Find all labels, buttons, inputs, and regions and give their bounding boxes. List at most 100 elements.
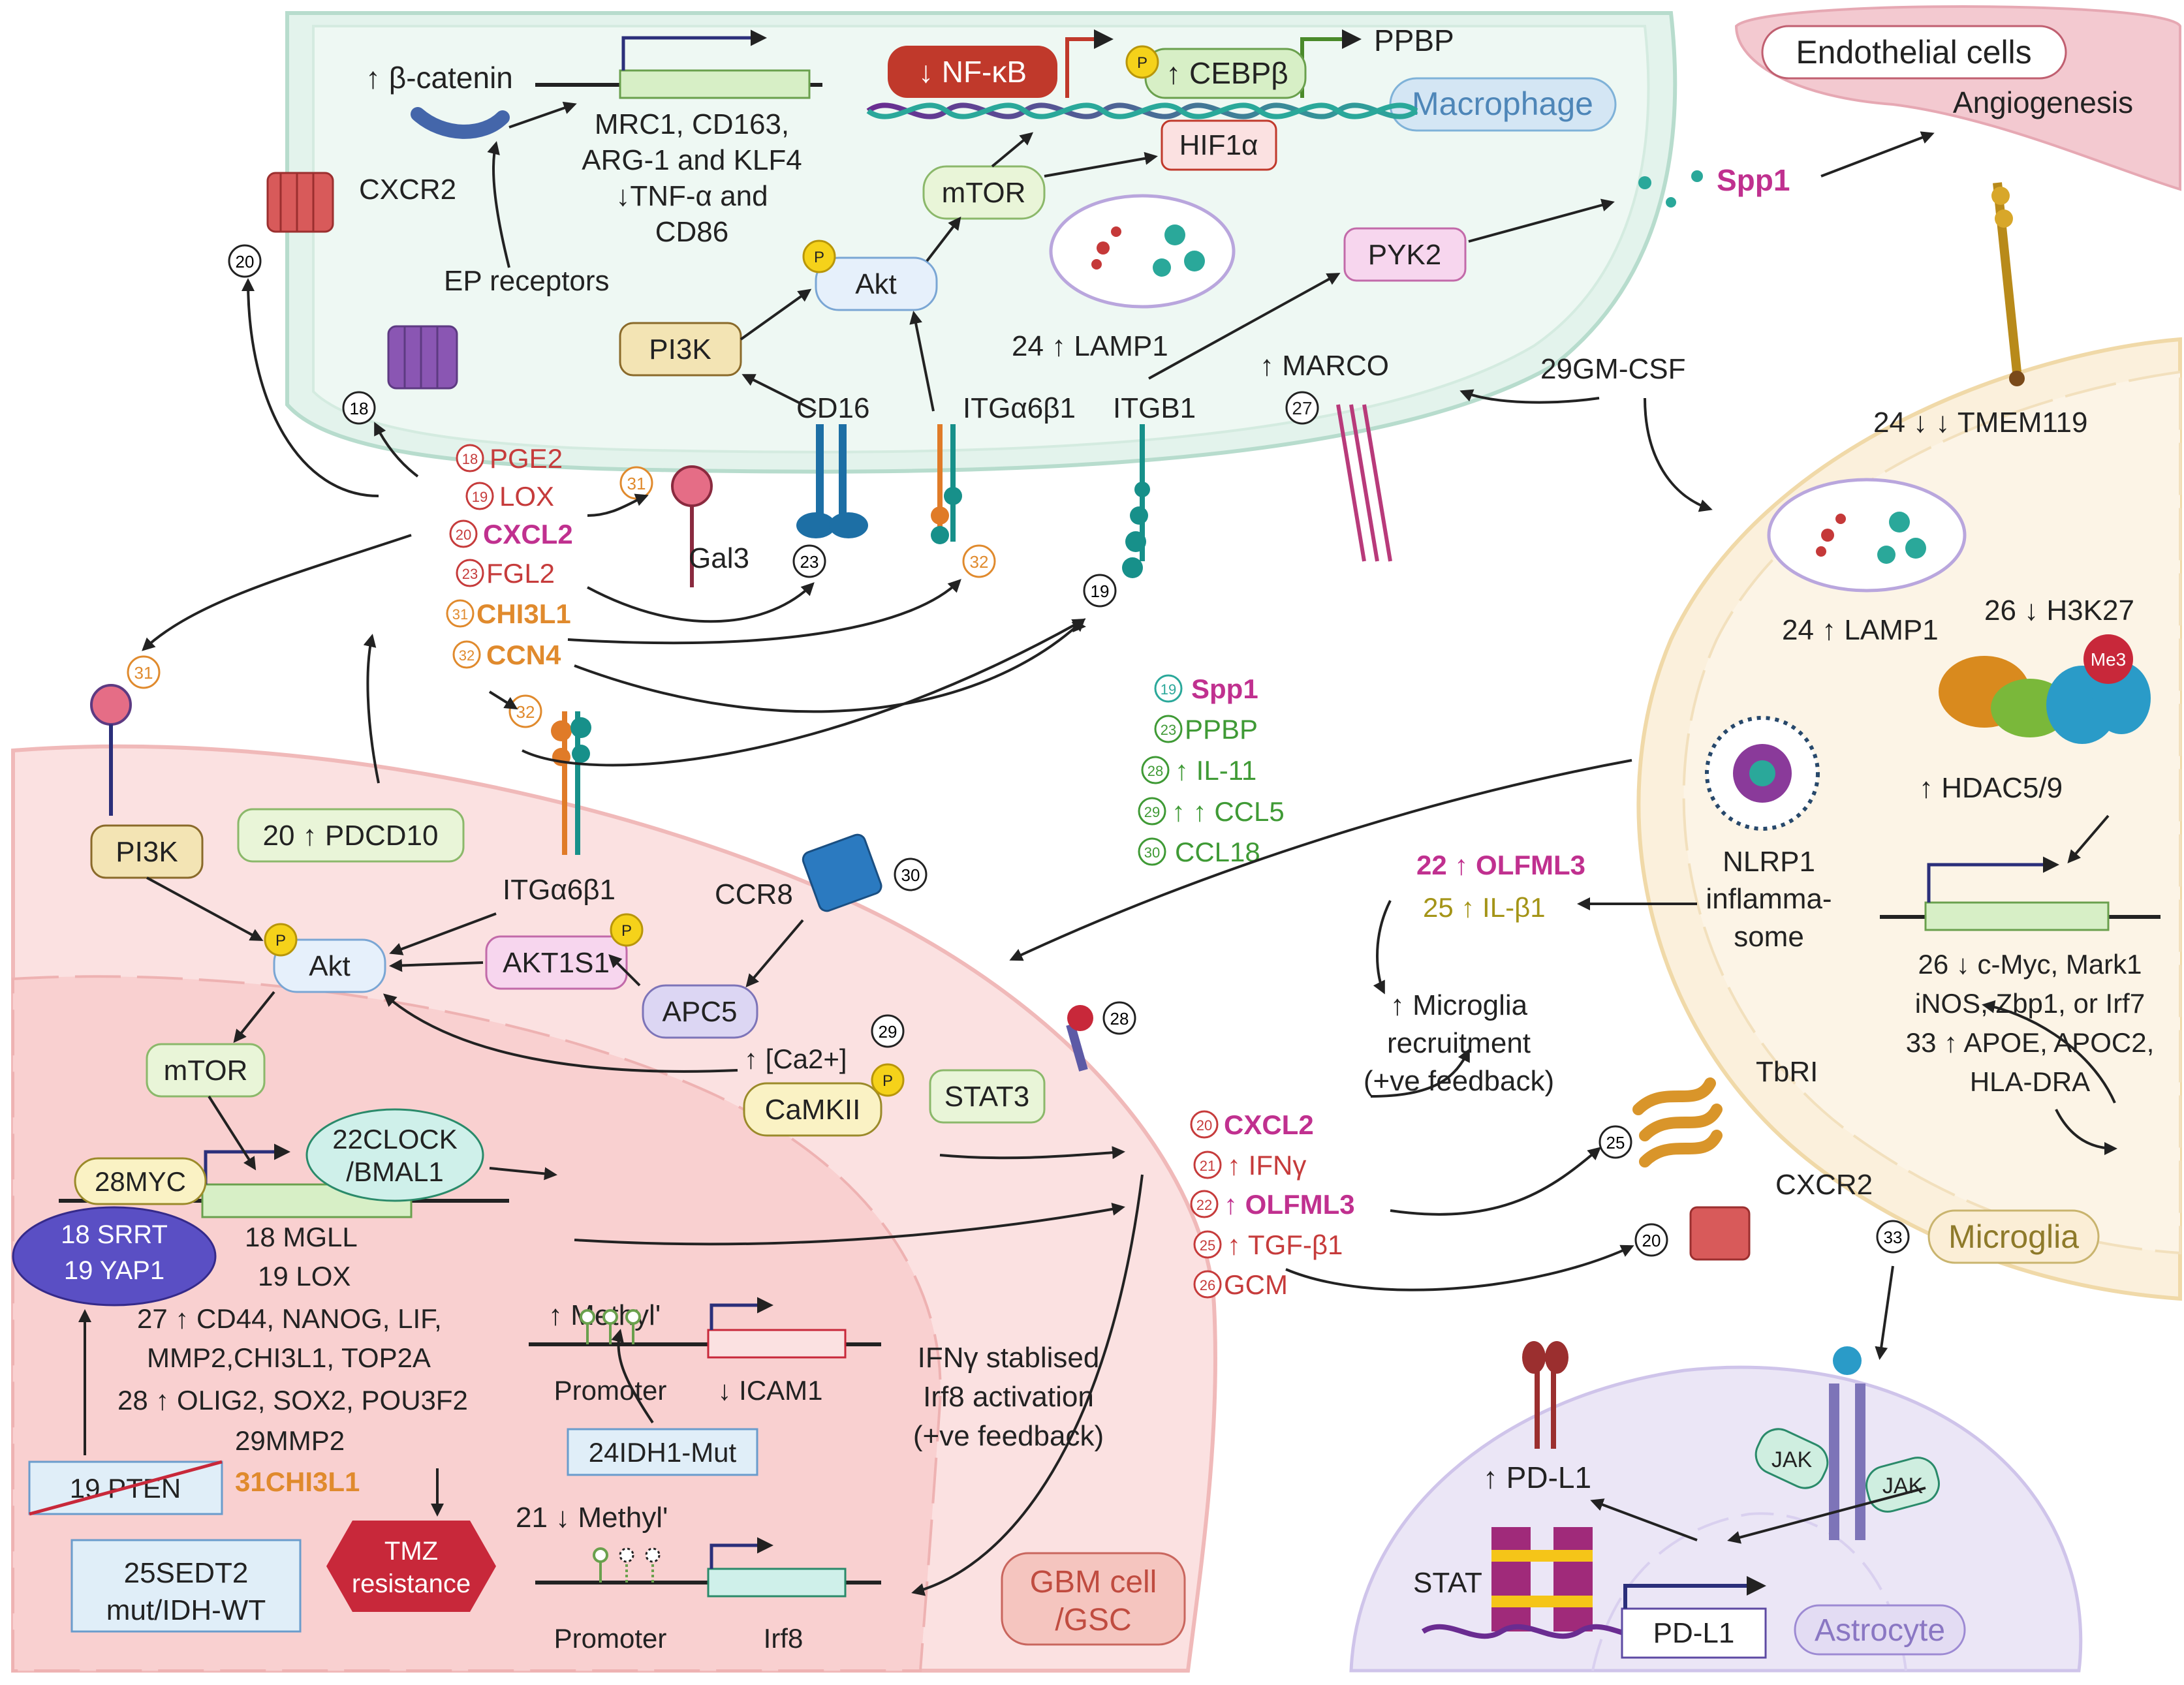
nucleosome-icon: Me3 xyxy=(1939,634,2151,744)
svg-text:PGE2: PGE2 xyxy=(490,443,563,474)
secreted-item: 19 Spp1 xyxy=(1154,673,1258,704)
spp1-label: Spp1 xyxy=(1638,163,1790,208)
badge-20-left: 20 xyxy=(228,244,262,278)
badge-30-ccr8: 30 xyxy=(894,858,928,891)
arrows xyxy=(78,101,2117,1596)
macrophage-pi3k-box: PI3K xyxy=(619,322,742,377)
svg-text:Microglia: Microglia xyxy=(1948,1218,2079,1255)
microglia-cxcr2-receptor: CXCR2 xyxy=(1689,1169,1873,1261)
gbm-secreted-right-list: 20 CXCL2 21 ↑ IFNγ 22 ↑ OLFML3 25 ↑ TGF-… xyxy=(1190,1109,1355,1300)
svg-text:19: 19 xyxy=(1161,681,1176,698)
svg-text:27: 27 xyxy=(1292,398,1312,418)
svg-text:PD-L1: PD-L1 xyxy=(1653,1617,1735,1649)
svg-text:22: 22 xyxy=(1196,1197,1212,1213)
macrophage-secreted-list: 19 Spp1 23 PPBP 28 ↑ IL-11 29 ↑ ↑ CCL5 3… xyxy=(1138,673,1285,867)
svg-text:P: P xyxy=(814,249,824,266)
svg-text:18 SRRT: 18 SRRT xyxy=(61,1220,168,1249)
svg-text:21: 21 xyxy=(1200,1158,1215,1174)
svg-text:Endothelial cells: Endothelial cells xyxy=(1796,34,2031,70)
phospho-icon xyxy=(1125,45,1159,79)
svg-text:CXCL2: CXCL2 xyxy=(483,519,573,549)
gal3-receptor: Gal3 xyxy=(671,465,749,587)
svg-text:28 ↑ OLIG2, SOX2, POU3F2: 28 ↑ OLIG2, SOX2, POU3F2 xyxy=(117,1385,468,1415)
svg-text:↑ β-catenin: ↑ β-catenin xyxy=(366,61,513,95)
svg-text:↑ TGF-β1: ↑ TGF-β1 xyxy=(1227,1229,1343,1260)
marco-receptor: ↑ MARCO 27 xyxy=(1260,350,1392,562)
tbri-receptor: TbRI xyxy=(1632,1056,1818,1167)
svg-text:22CLOCK: 22CLOCK xyxy=(332,1124,457,1154)
svg-text:mTOR: mTOR xyxy=(164,1055,248,1087)
svg-text:TMZ: TMZ xyxy=(384,1537,438,1566)
svg-text:23: 23 xyxy=(1161,722,1176,738)
svg-text:29: 29 xyxy=(879,1022,897,1042)
svg-text:20: 20 xyxy=(456,527,471,543)
svg-text:inflamma-: inflamma- xyxy=(1706,883,1832,915)
svg-text:GCM: GCM xyxy=(1224,1269,1288,1300)
secreted-item: 31 CHI3L1 xyxy=(446,598,571,629)
svg-text:CHI3L1: CHI3L1 xyxy=(476,598,571,629)
svg-text:19: 19 xyxy=(472,489,488,505)
svg-text:18: 18 xyxy=(350,399,369,418)
macrophage-akt-box: Akt P xyxy=(802,240,938,311)
svg-text:PI3K: PI3K xyxy=(116,836,178,868)
beta-catenin: ↑ β-catenin xyxy=(366,61,513,139)
pdl1-receptor: ↑ PD-L1 xyxy=(1483,1341,1591,1494)
svg-text:20: 20 xyxy=(236,252,255,271)
secreted-item: 18 PGE2 xyxy=(456,443,563,474)
svg-text:29MMP2: 29MMP2 xyxy=(235,1425,345,1456)
svg-text:Angiogenesis: Angiogenesis xyxy=(1953,85,2133,119)
phospho-icon xyxy=(264,923,298,957)
lysosome-icon xyxy=(1049,194,1236,309)
svg-text:some: some xyxy=(1734,921,1804,953)
svg-text:CCR8: CCR8 xyxy=(715,878,793,910)
svg-text:19 YAP1: 19 YAP1 xyxy=(64,1256,164,1285)
svg-text:P: P xyxy=(275,932,286,950)
svg-text:31: 31 xyxy=(627,474,646,493)
svg-text:31: 31 xyxy=(452,606,468,623)
svg-text:FGL2: FGL2 xyxy=(486,558,555,589)
svg-text:31: 31 xyxy=(134,663,153,683)
phospho-icon xyxy=(610,913,644,947)
svg-text:29: 29 xyxy=(1144,804,1160,820)
svg-text:EP receptors: EP receptors xyxy=(444,265,610,297)
svg-text:CCN4: CCN4 xyxy=(486,640,561,670)
svg-text:MRC1, CD163,: MRC1, CD163, xyxy=(595,108,789,140)
svg-text:HIF1α: HIF1α xyxy=(1179,129,1258,161)
myc-box: 28MYC xyxy=(74,1157,207,1205)
svg-text:31CHI3L1: 31CHI3L1 xyxy=(235,1466,360,1497)
inflammasome-icon: NLRP1 inflamma- some xyxy=(1705,716,1832,953)
gmcsf-label: 29GM-CSF xyxy=(1540,353,1685,385)
ppbp-label: PPBP xyxy=(1374,23,1454,57)
svg-text:↑ Microglia: ↑ Microglia xyxy=(1390,989,1528,1021)
secreted-item: 25 ↑ TGF-β1 xyxy=(1193,1229,1343,1260)
svg-text:IFNγ stablised: IFNγ stablised xyxy=(918,1342,1100,1374)
secreted-item: 21 ↑ IFNγ xyxy=(1193,1150,1306,1181)
microglia-lysosome-icon xyxy=(1767,478,1967,593)
macrophage-cxcr2-receptor: CXCR2 xyxy=(266,172,456,233)
svg-text:(+ve feedback): (+ve feedback) xyxy=(913,1420,1104,1452)
svg-text:19: 19 xyxy=(1091,581,1110,601)
svg-text:ARG-1 and KLF4: ARG-1 and KLF4 xyxy=(582,144,802,176)
svg-text:23: 23 xyxy=(800,552,819,572)
secreted-item: 23 FGL2 xyxy=(456,558,555,589)
svg-text:Astrocyte: Astrocyte xyxy=(1815,1613,1945,1648)
svg-text:PI3K: PI3K xyxy=(649,333,711,365)
svg-text:PPBP: PPBP xyxy=(1185,714,1258,745)
svg-text:PYK2: PYK2 xyxy=(1368,239,1442,271)
svg-text:25: 25 xyxy=(1200,1237,1215,1254)
microglia-label: Microglia xyxy=(1927,1209,2100,1264)
astrocyte-cell xyxy=(1349,1365,2083,1673)
olfml3-label: 22 ↑ OLFML3 xyxy=(1416,850,1585,880)
macrophage-itga6b1-receptor: ITGα6β1 xyxy=(931,392,1076,544)
svg-text:25: 25 xyxy=(1606,1133,1625,1152)
badge-19-itgb1: 19 xyxy=(1083,574,1117,608)
calcium-label: ↑ [Ca2+] xyxy=(744,1043,847,1074)
svg-text:AKT1S1: AKT1S1 xyxy=(503,947,610,979)
macrophage-dna xyxy=(866,29,1418,119)
svg-text:P: P xyxy=(882,1072,893,1090)
gbm-secreted-top-list: 18 PGE2 19 LOX 20 CXCL2 23 FGL2 31 CHI3L… xyxy=(446,443,573,670)
svg-text:25SEDT2: 25SEDT2 xyxy=(124,1557,249,1589)
svg-text:(+ve feedback): (+ve feedback) xyxy=(1364,1065,1554,1097)
ep-receptor: EP receptors xyxy=(387,265,610,390)
